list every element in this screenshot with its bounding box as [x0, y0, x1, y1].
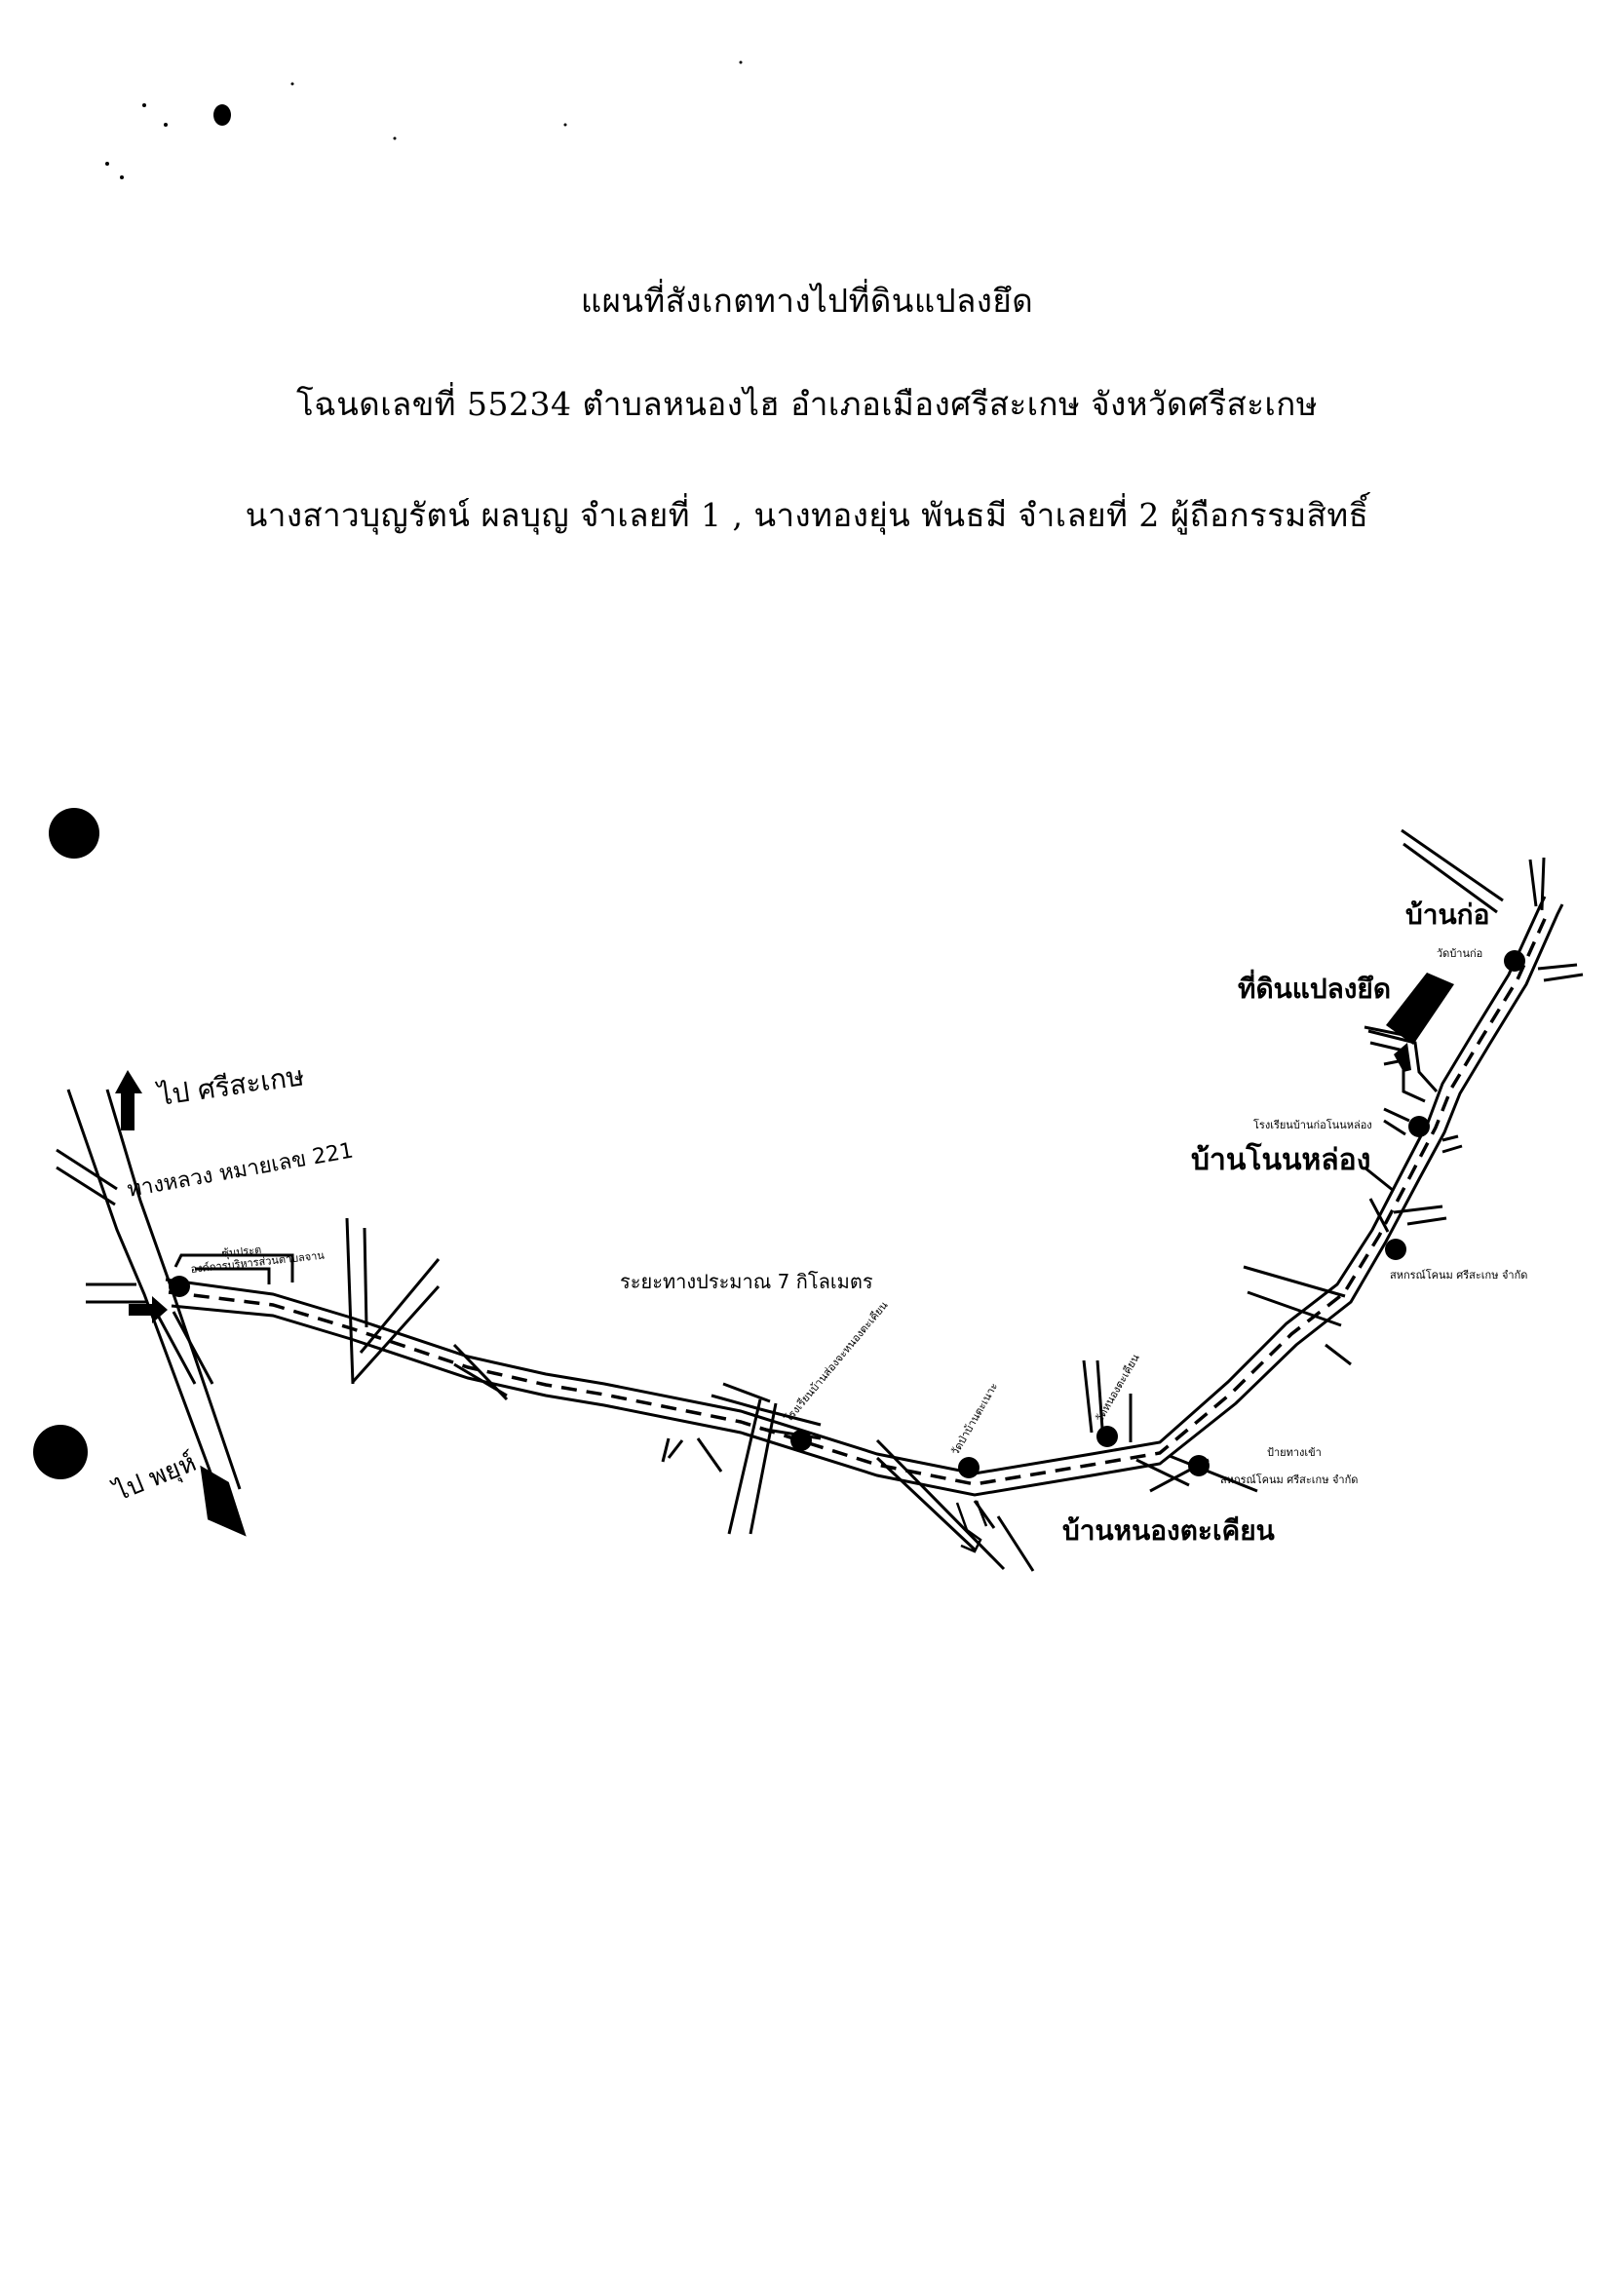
- marker-wat-ban-ko: [1504, 950, 1525, 972]
- owners-info: นางสาวบุญรัตน์ ผลบุญ จำเลยที่ 1 , นางทอง…: [245, 496, 1369, 534]
- label-wat-khanakhao: วัดป่าบ้านตะเนาะ: [948, 1381, 1000, 1458]
- label-tao-gate-1: ซุ้มประตู: [221, 1244, 262, 1260]
- marker-coop-dairy: [1385, 1239, 1406, 1260]
- label-coop-entrance-2: สหกรณ์โคนม ศรีสะเกษ จำกัด: [1220, 1473, 1358, 1486]
- label-village-non-long: บ้านโนนหล่อง: [1191, 1141, 1370, 1177]
- highway-221-road: [56, 1089, 242, 1500]
- seized-land-parcel: [1386, 973, 1454, 1045]
- marker-wat-nong-takhian: [1096, 1426, 1118, 1447]
- deed-info: โฉนดเลขที่ 55234 ตำบลหนองไฮ อำเภอเมืองศร…: [296, 385, 1318, 423]
- label-seized-land: ที่ดินแปลงยึด: [1238, 969, 1391, 1005]
- label-highway-221: ทางหลวง หมายเลข 221: [126, 1138, 356, 1202]
- label-to-sisaket: ไป ศรีสะเกษ: [154, 1059, 306, 1112]
- label-coop-entrance-1: ป้ายทางเข้า: [1267, 1446, 1322, 1459]
- tao-roads: [173, 1253, 294, 1284]
- label-wat-ban-ko: วัดบ้านก่อ: [1437, 947, 1482, 960]
- label-to-phayu: ไป พยุห์: [108, 1447, 200, 1508]
- punch-hole-bottom: [33, 1425, 88, 1479]
- junction-arrow-icon: [129, 1296, 168, 1323]
- arrow-down-right-icon: [200, 1465, 247, 1537]
- marker-wat-khanakhao: [958, 1457, 980, 1478]
- label-school-ban-ko-non-long: โรงเรียนบ้านก่อโนนหล่อง: [1253, 1118, 1372, 1131]
- label-school-nong-takhian: โรงเรียนบ้านส่องจะหนองตะเคียน: [782, 1298, 891, 1425]
- punch-hole-top: [49, 808, 99, 859]
- label-village-ban-ko: บ้านก่อ: [1405, 899, 1489, 931]
- small-loop-road: [955, 1500, 988, 1553]
- main-route-road: [165, 896, 1564, 1497]
- arrow-up-icon: [115, 1070, 142, 1130]
- marker-school-ban-ko-non-long: [1408, 1116, 1430, 1137]
- scan-specks: [105, 60, 743, 179]
- marker-tao-gate: [169, 1276, 190, 1297]
- marker-school-nong-takhian: [790, 1430, 812, 1451]
- route-dashed-line: [168, 909, 1551, 1486]
- label-distance: ระยะทางประมาณ 7 กิโลเมตร: [620, 1270, 873, 1293]
- location-markers: [169, 950, 1525, 1478]
- marker-coop-entrance: [1188, 1455, 1210, 1476]
- label-village-nong-takhian: บ้านหนองตะเคียน: [1062, 1514, 1275, 1547]
- seized-land-arrow-icon: [1394, 1043, 1411, 1072]
- access-road: [1367, 1029, 1439, 1103]
- map-title: แผนที่สังเกตทางไปที่ดินแปลงยึด: [580, 282, 1034, 320]
- label-coop-dairy: สหกรณ์โคนม ศรีสะเกษ จำกัด: [1390, 1268, 1527, 1282]
